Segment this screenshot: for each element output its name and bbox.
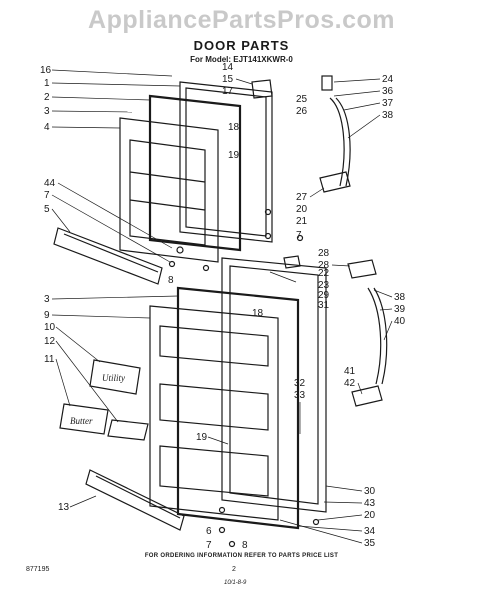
callout-12: 12 <box>44 336 56 347</box>
callout-23: 23 <box>318 280 330 291</box>
callout-22: 22 <box>318 268 330 279</box>
callout-20-upper: 20 <box>296 204 308 215</box>
callout-44: 44 <box>44 178 56 189</box>
callout-19-lower: 19 <box>196 432 208 443</box>
callout-1: 1 <box>44 78 50 89</box>
butter-compartment-label: Butter <box>70 416 93 426</box>
handwritten-note: 10/1-8-9 <box>224 580 247 586</box>
page-number: 2 <box>232 566 236 573</box>
document-number: 877195 <box>26 566 50 573</box>
callout-8-lower: 8 <box>242 540 248 551</box>
fresh-food-door-outer-panel-inner-edge <box>229 265 319 505</box>
callout-15: 15 <box>222 74 234 85</box>
fresh-food-door-rail <box>85 469 185 531</box>
callout-25: 25 <box>296 94 308 105</box>
callout-27: 27 <box>296 192 308 203</box>
freezer-door-shelf-ridge <box>129 171 206 211</box>
callout-36: 36 <box>382 86 394 97</box>
callout-30: 30 <box>364 486 376 497</box>
ordering-info-footer: FOR ORDERING INFORMATION REFER TO PARTS … <box>144 553 339 559</box>
callout-24: 24 <box>382 74 394 85</box>
watermark: AppliancePartsPros.com <box>88 6 395 34</box>
callout-14: 14 <box>222 62 234 73</box>
upper-handle-assembly <box>319 75 351 193</box>
callout-20-lower: 20 <box>364 510 376 521</box>
fresh-food-door-gasket <box>176 286 300 530</box>
callout-10: 10 <box>44 322 56 333</box>
fresh-food-door-liner <box>149 305 279 521</box>
freezer-door-rail <box>53 227 163 285</box>
callout-7-lower: 7 <box>206 540 212 551</box>
callout-18-lower: 18 <box>252 308 264 319</box>
callout-29: 29 <box>318 290 330 301</box>
callout-4: 4 <box>44 122 50 133</box>
callout-28-lower: 28 <box>318 260 330 271</box>
fresh-food-door-liner-upper-shelf <box>159 325 269 367</box>
lower-handle-assembly <box>351 287 388 407</box>
callout-3: 3 <box>44 106 50 117</box>
callout-8-upper: 8 <box>168 275 174 286</box>
butter-compartment: Butter <box>59 403 109 435</box>
callout-31: 31 <box>318 300 330 311</box>
callout-18-upper: 18 <box>228 122 240 133</box>
callout-42: 42 <box>344 378 356 389</box>
callout-28-upper: 28 <box>318 248 330 259</box>
callout-43: 43 <box>364 498 376 509</box>
callout-34: 34 <box>364 526 376 537</box>
callout-38-lower: 38 <box>394 292 406 303</box>
callout-3-lower: 3 <box>44 294 50 305</box>
callout-11: 11 <box>44 354 55 365</box>
callout-39: 39 <box>394 304 406 315</box>
callout-40: 40 <box>394 316 406 327</box>
callout-41: 41 <box>344 366 356 377</box>
callout-19-upper: 19 <box>228 150 240 161</box>
callout-33: 33 <box>294 390 306 401</box>
utility-bin-label: Utility <box>102 373 125 383</box>
center-hinge-assembly <box>269 255 377 283</box>
callout-5: 5 <box>44 204 50 215</box>
diagram-title: DOOR PARTS <box>193 38 290 53</box>
freezer-door-gasket <box>148 94 242 252</box>
fresh-food-door-liner-middle-shelf <box>159 383 269 431</box>
callout-35: 35 <box>364 538 376 549</box>
callout-26: 26 <box>296 106 308 117</box>
freezer-door-outer-panel-inner-edge <box>185 87 267 237</box>
callout-38-upper: 38 <box>382 110 394 121</box>
model-number: For Model: EJT141XKWR-0 <box>190 55 293 64</box>
butter-tray <box>107 419 149 441</box>
callout-9: 9 <box>44 310 50 321</box>
callout-37: 37 <box>382 98 394 109</box>
callout-16: 16 <box>40 65 52 76</box>
callout-13: 13 <box>58 502 70 513</box>
callout-2: 2 <box>44 92 50 103</box>
callout-7-right: 7 <box>296 230 302 241</box>
callout-32: 32 <box>294 378 306 389</box>
callout-group: 16 1 2 3 4 44 7 5 8 3 9 10 12 11 13 6 7 … <box>40 62 406 551</box>
upper-hinge-bracket <box>251 79 273 99</box>
callout-7-upper-left: 7 <box>44 190 50 201</box>
callout-17: 17 <box>222 86 234 97</box>
screws <box>168 208 320 548</box>
utility-bin: Utility <box>89 359 141 395</box>
freezer-door-liner <box>119 117 219 263</box>
callout-21: 21 <box>296 216 308 227</box>
callout-6: 6 <box>206 526 212 537</box>
fresh-food-door-liner-lower-shelf <box>159 445 269 497</box>
freezer-door-liner-recess <box>129 139 206 246</box>
fresh-food-door-outer-panel <box>221 257 327 513</box>
freezer-door-outer-panel <box>179 81 273 243</box>
